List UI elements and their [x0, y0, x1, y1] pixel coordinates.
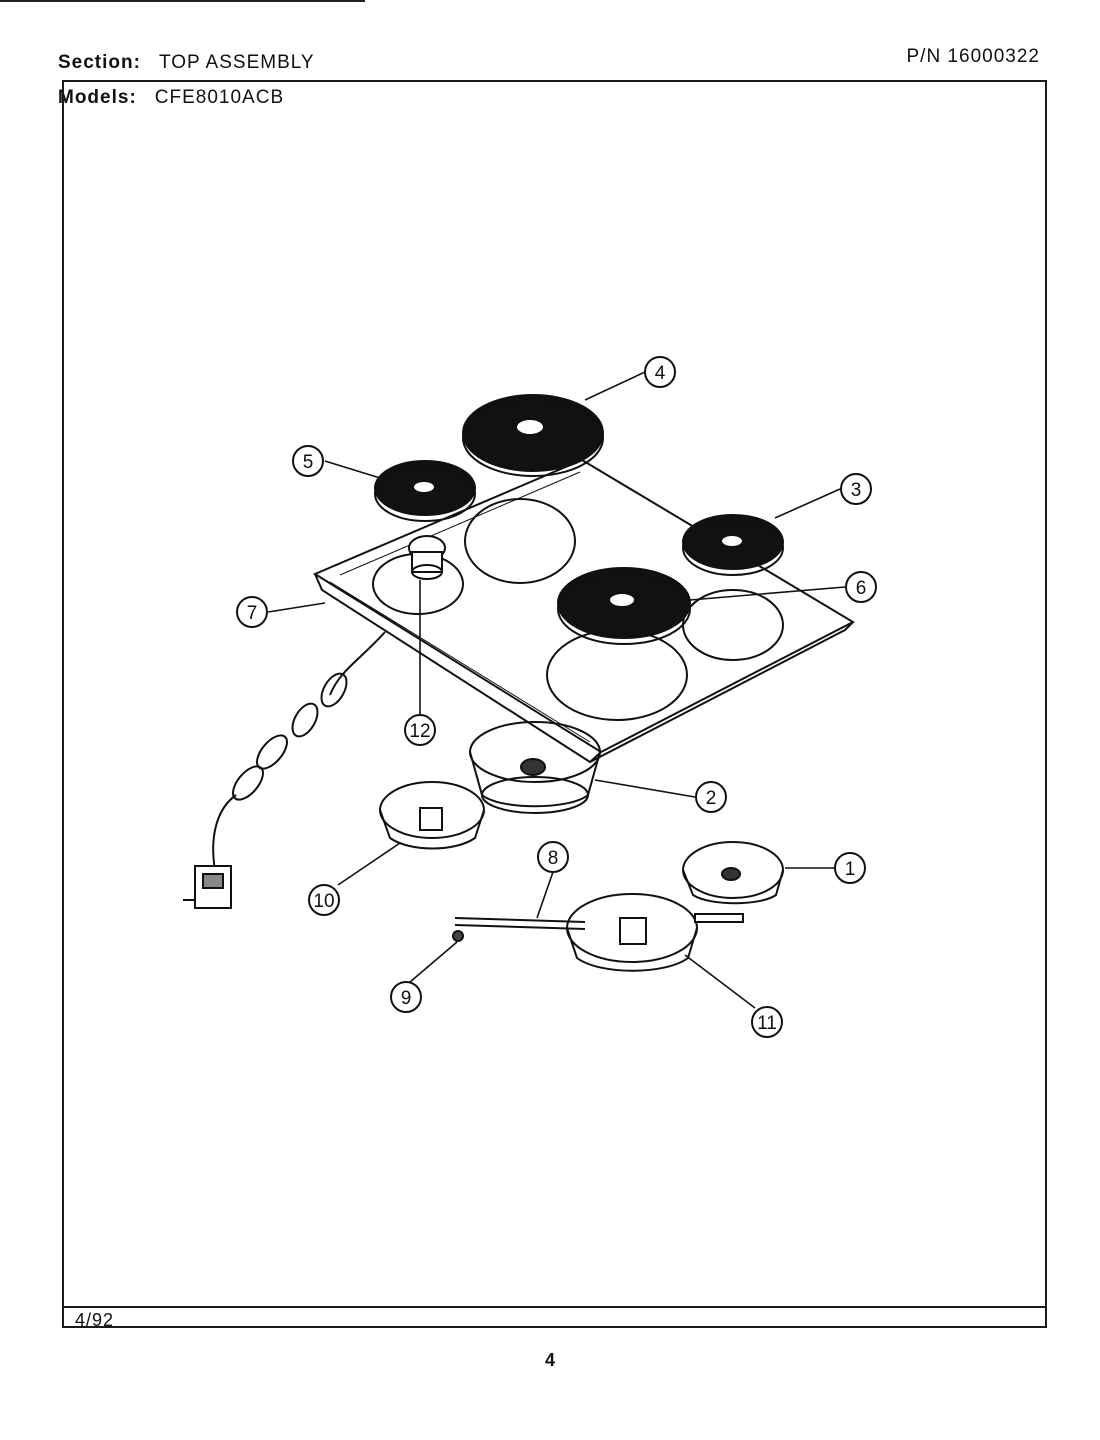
page-number: 4	[545, 1350, 556, 1370]
models-value: CFE8010ACB	[154, 87, 285, 108]
callout-12-label: 12	[409, 721, 430, 742]
section-label: Section:	[58, 52, 141, 73]
receptacle-block	[408, 535, 446, 580]
lead-wire	[212, 631, 386, 871]
leader-lines	[267, 371, 846, 1009]
callout-6-label: 6	[856, 578, 867, 599]
callout-5: 5	[292, 445, 324, 477]
callout-10-label: 10	[313, 891, 334, 912]
top-rule	[0, 0, 365, 2]
diagram-frame	[62, 80, 1047, 1328]
models-heading: Models: CFE8010ACB	[58, 87, 284, 109]
callout-2: 2	[695, 781, 727, 813]
drip-pan-10	[379, 781, 485, 850]
screw	[452, 930, 464, 942]
callout-4: 4	[644, 356, 676, 388]
callout-12: 12	[404, 714, 436, 746]
drip-pan-2	[469, 721, 601, 814]
callout-11-label: 11	[757, 1013, 777, 1034]
callout-3: 3	[840, 473, 872, 505]
models-label: Models:	[58, 87, 137, 108]
callout-10: 10	[308, 884, 340, 916]
callout-7-label: 7	[247, 603, 258, 624]
callout-7: 7	[236, 596, 268, 628]
drip-pan-11	[566, 893, 698, 972]
revision-date: 4/92	[75, 1310, 115, 1330]
callout-8: 8	[537, 841, 569, 873]
callout-1-label: 1	[845, 859, 856, 880]
drip-pan-1	[682, 841, 784, 905]
element-3	[682, 514, 784, 576]
callout-9-label: 9	[401, 988, 412, 1009]
trim-strip	[454, 913, 744, 930]
element-5	[374, 460, 476, 522]
terminal-block	[183, 865, 232, 909]
section-value: TOP ASSEMBLY	[158, 52, 315, 73]
section-heading: Section: TOP ASSEMBLY	[58, 52, 315, 74]
callout-3-label: 3	[851, 480, 862, 501]
callout-4-label: 4	[655, 363, 666, 384]
footer-divider	[62, 1306, 1047, 1308]
callout-11: 11	[751, 1006, 783, 1038]
callout-5-label: 5	[303, 452, 314, 473]
callout-6: 6	[845, 571, 877, 603]
callout-9: 9	[390, 981, 422, 1013]
callout-2-label: 2	[706, 788, 717, 809]
element-6	[557, 567, 691, 645]
element-4	[462, 394, 604, 477]
callout-1: 1	[834, 852, 866, 884]
part-number: P/N 16000322	[906, 46, 1040, 67]
callout-8-label: 8	[548, 848, 559, 869]
